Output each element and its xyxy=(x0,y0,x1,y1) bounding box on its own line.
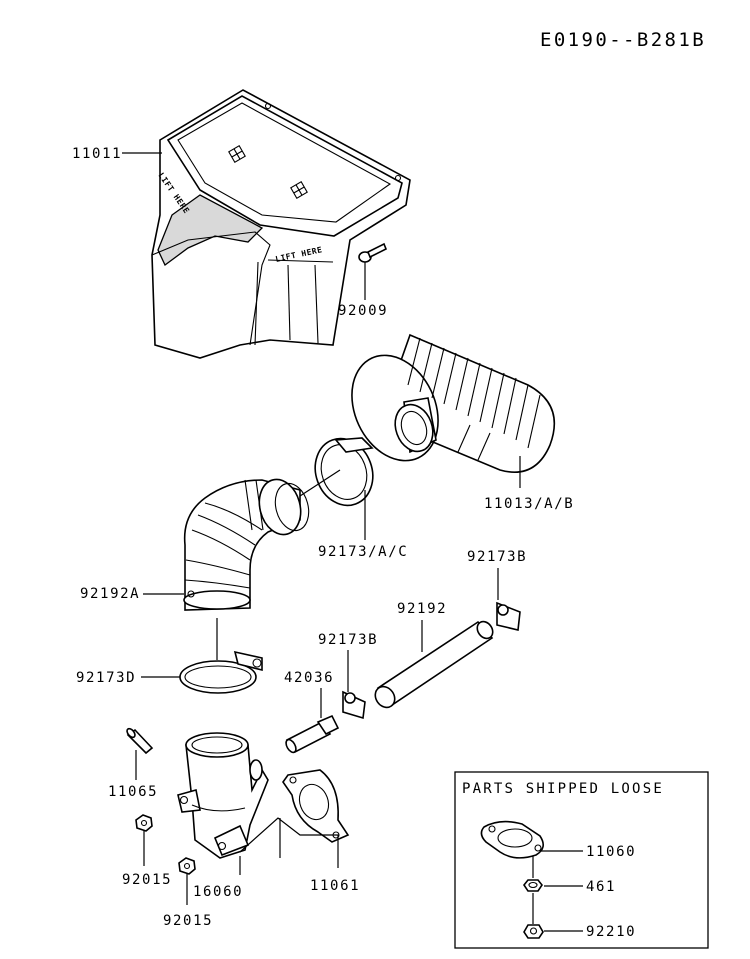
parts-shipped-loose-box: PARTS SHIPPED LOOSE 11060 461 92210 xyxy=(454,771,709,949)
label-92173b-top: 92173B xyxy=(467,549,527,565)
small-clamp-92173b-top xyxy=(496,601,521,631)
pin-11065 xyxy=(126,727,154,755)
label-11060: 11060 xyxy=(586,844,636,860)
label-92015-a: 92015 xyxy=(122,872,172,888)
label-11013: 11013/A/B xyxy=(484,496,574,512)
label-16060: 16060 xyxy=(193,884,243,900)
parts-box-title: PARTS SHIPPED LOOSE xyxy=(462,781,664,797)
adapter-16060 xyxy=(177,732,269,859)
breather-hose-92192 xyxy=(374,620,494,709)
small-clamp-92173b-mid xyxy=(342,690,366,720)
label-92173d: 92173D xyxy=(76,670,136,686)
nut-92015-a xyxy=(135,814,153,832)
part-labels: 11011 92009 11013/A/B 92173/A/C 92192A 9… xyxy=(72,146,574,929)
label-92192: 92192 xyxy=(397,601,447,617)
label-11061: 11061 xyxy=(310,878,360,894)
hose-clamp-92173 xyxy=(314,437,374,507)
label-11011: 11011 xyxy=(72,146,122,162)
gasket-11060 xyxy=(480,820,544,859)
label-11065: 11065 xyxy=(108,784,158,800)
label-92210: 92210 xyxy=(586,924,636,940)
label-92015-b: 92015 xyxy=(163,913,213,929)
nut-461 xyxy=(523,879,543,892)
nut-92210 xyxy=(523,924,544,939)
elbow-hose-92192a xyxy=(183,478,310,611)
label-92173b-mid: 92173B xyxy=(318,632,378,648)
leader-lines xyxy=(122,152,521,905)
fitting-42036 xyxy=(285,714,340,754)
air-cleaner-housing-11011: LIFT HERE LIFT HERE xyxy=(151,89,411,359)
gasket-11061 xyxy=(282,769,350,843)
nut-92015-b xyxy=(178,857,196,875)
label-92173-ac: 92173/A/C xyxy=(318,544,408,560)
label-92192a: 92192A xyxy=(80,586,140,602)
label-92009: 92009 xyxy=(338,303,388,319)
hose-clamp-92173d xyxy=(179,650,263,694)
air-filter-element-11013 xyxy=(351,333,556,474)
diagram-code: E0190--B281B xyxy=(540,29,706,51)
label-461: 461 xyxy=(586,879,616,895)
screw-92009 xyxy=(358,242,388,263)
label-42036: 42036 xyxy=(284,670,334,686)
